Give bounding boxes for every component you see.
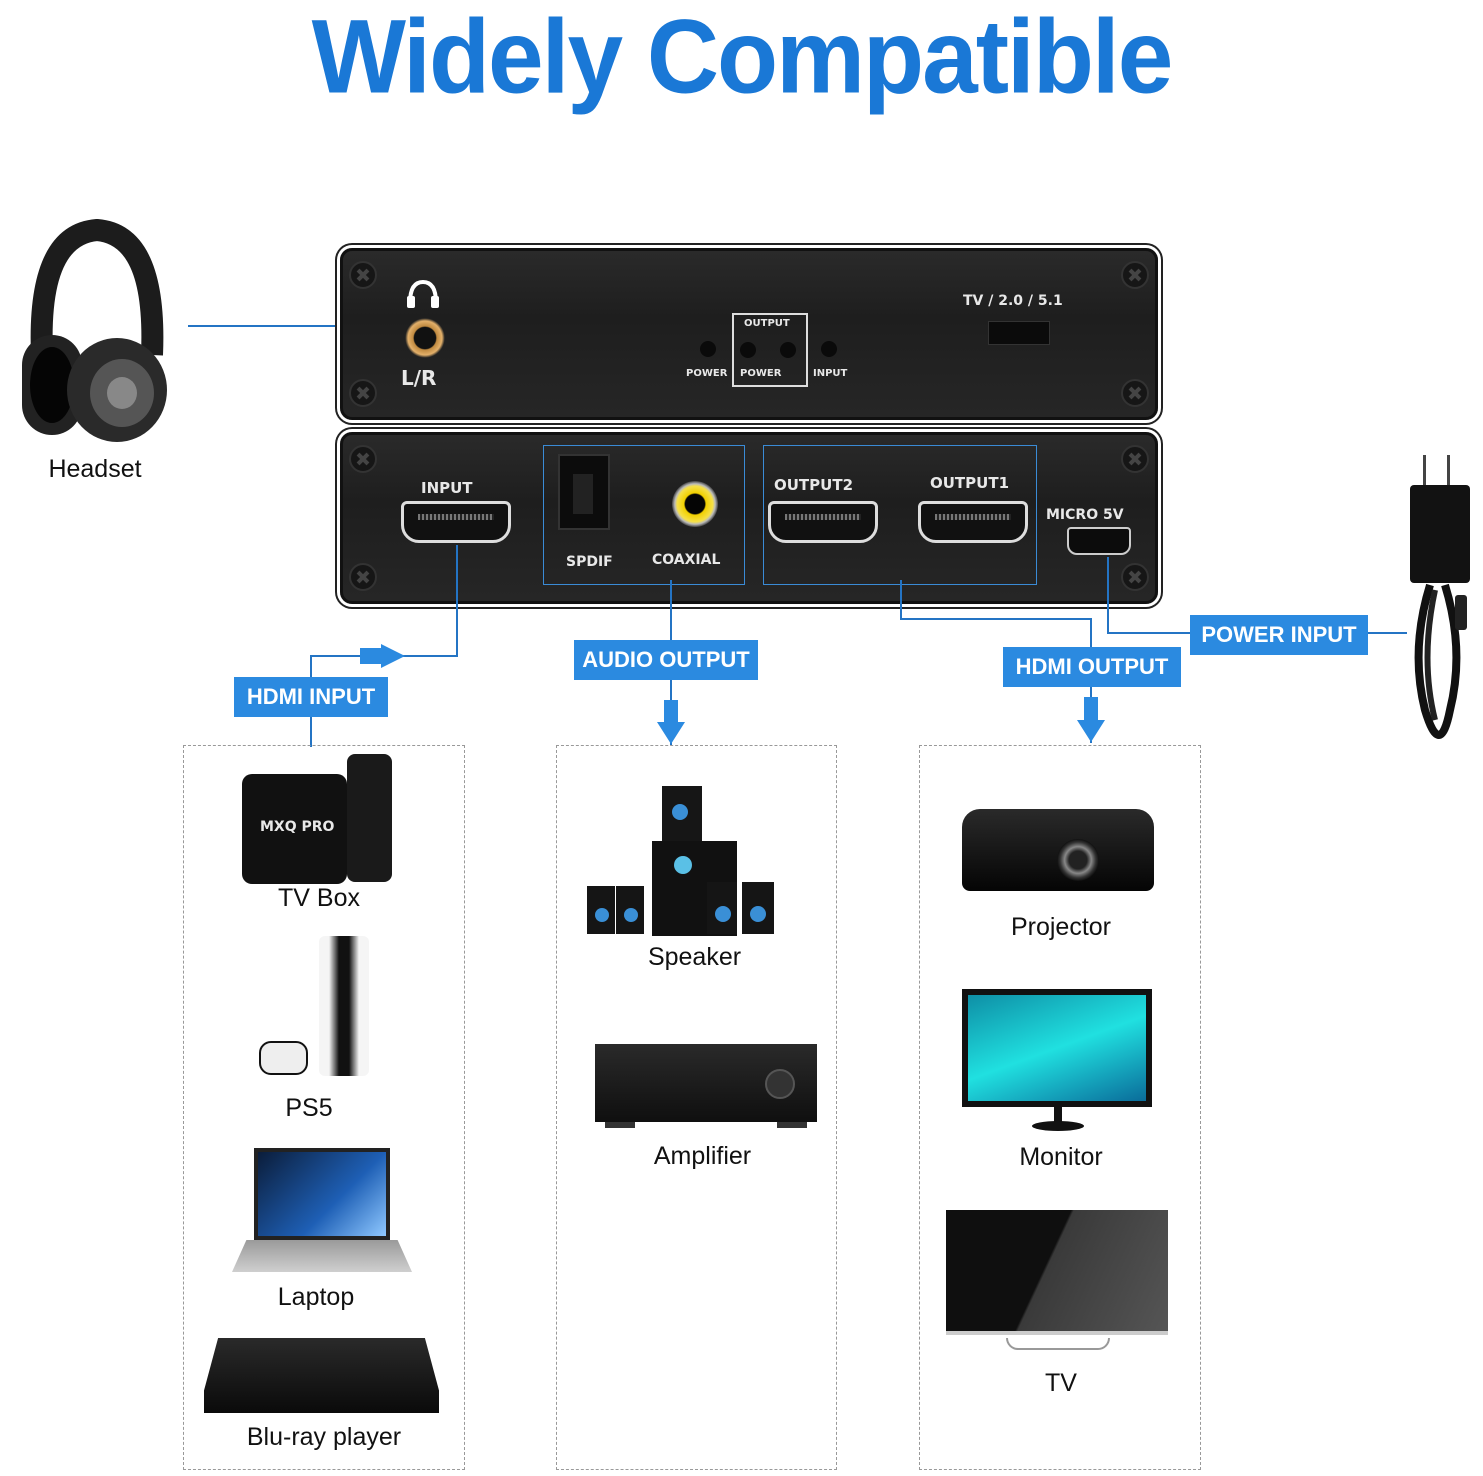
power-input-line: [1107, 557, 1109, 634]
power-led: [700, 341, 716, 357]
page-title: Widely Compatible: [311, 0, 1174, 116]
led-label-power: POWER: [686, 368, 728, 379]
headphones-icon: [22, 218, 167, 442]
headset-label: Headset: [48, 455, 142, 483]
amplifier-image: [595, 1044, 817, 1129]
device-label-bluray: Blu-ray player: [246, 1423, 402, 1451]
output-devices-column: Projector Monitor TV: [919, 745, 1201, 1470]
screw-icon: [1121, 563, 1149, 591]
device-label-tv: TV: [1045, 1369, 1077, 1397]
arrow-right-icon: [360, 648, 382, 664]
headphone-icon: [405, 279, 441, 309]
laptop-image: [232, 1148, 412, 1278]
output-led-1: [740, 342, 756, 358]
arrow-down-icon: [1077, 720, 1105, 742]
power-adapter-icon: [1410, 455, 1470, 739]
device-label-laptop: Laptop: [277, 1283, 355, 1311]
audio-jack: [405, 318, 445, 358]
coaxial-label: COAXIAL: [652, 552, 721, 568]
screw-icon: [1121, 445, 1149, 473]
hdmi-input-line: [456, 545, 458, 656]
led-label-output-power: POWER: [740, 368, 782, 379]
hdmi-input-tag: HDMI INPUT: [234, 677, 388, 717]
output2-label: OUTPUT2: [774, 476, 854, 494]
hdmi-output-line: [900, 580, 902, 620]
output-led-box: OUTPUT POWER: [732, 313, 808, 387]
monitor-image: [962, 989, 1152, 1134]
audio-output-tag: AUDIO OUTPUT: [574, 640, 758, 680]
micro-usb-label: MICRO 5V: [1046, 507, 1124, 523]
hdmi-output1-port: [918, 501, 1028, 543]
hdmi-output-line-h: [900, 618, 1092, 620]
device-label-speaker: Speaker: [647, 943, 742, 971]
headset-image: [12, 215, 177, 445]
device-label-projector: Projector: [1010, 913, 1112, 941]
hdmi-input-port: [401, 501, 511, 543]
device-label-amplifier: Amplifier: [653, 1142, 752, 1170]
coaxial-port: [672, 481, 718, 527]
power-input-tag: POWER INPUT: [1190, 615, 1368, 655]
tv-image: [946, 1210, 1168, 1355]
projector-image: [962, 794, 1154, 904]
hdmi-output-tag: HDMI OUTPUT: [1003, 647, 1181, 687]
speaker-image: [587, 786, 792, 936]
output-box-label: OUTPUT: [744, 318, 790, 329]
hdmi-output-group: OUTPUT2 OUTPUT1: [763, 445, 1037, 585]
input-devices-column: MXQ PRO TV Box PS5 Laptop Blu-ray player: [183, 745, 465, 1470]
screw-icon: [349, 563, 377, 591]
led-label-input: INPUT: [813, 368, 848, 379]
arrow-right-head: [381, 644, 405, 668]
arrow-down-icon: [657, 722, 685, 744]
power-adapter-image: [1405, 450, 1475, 760]
device-top-panel: L/R POWER OUTPUT POWER INPUT TV / 2.0 / …: [340, 248, 1158, 420]
ps5-image: [249, 931, 389, 1081]
screw-icon: [349, 261, 377, 289]
tv-box-image: MXQ PRO: [242, 754, 407, 884]
audio-arrow-shaft: [664, 700, 678, 724]
screw-icon: [349, 445, 377, 473]
device-bottom-panel: INPUT SPDIF COAXIAL OUTPUT2 OUTPUT1 MICR…: [340, 432, 1158, 604]
jack-label: L/R: [401, 366, 437, 390]
spdif-port: [558, 454, 610, 530]
micro-usb-port: [1067, 527, 1131, 555]
input-led: [821, 341, 837, 357]
mode-switch[interactable]: [988, 321, 1050, 345]
screw-icon: [349, 379, 377, 407]
device-label-tv-box: TV Box: [278, 884, 360, 912]
audio-devices-column: Speaker Amplifier: [556, 745, 837, 1470]
device-label-ps5: PS5: [285, 1094, 333, 1122]
output-led-2: [780, 342, 796, 358]
screw-icon: [1121, 261, 1149, 289]
device-label-monitor: Monitor: [1019, 1143, 1103, 1171]
switch-label: TV / 2.0 / 5.1: [963, 293, 1063, 309]
screw-icon: [1121, 379, 1149, 407]
audio-ports-group: SPDIF COAXIAL: [543, 445, 745, 585]
output1-label: OUTPUT1: [930, 474, 1010, 492]
spdif-label: SPDIF: [566, 554, 613, 570]
headset-connector-line: [188, 325, 403, 327]
bluray-player-image: [204, 1338, 439, 1418]
input-port-label: INPUT: [421, 479, 473, 497]
hdmi-output2-port: [768, 501, 878, 543]
hdmi-output-arrow-shaft: [1084, 697, 1098, 721]
